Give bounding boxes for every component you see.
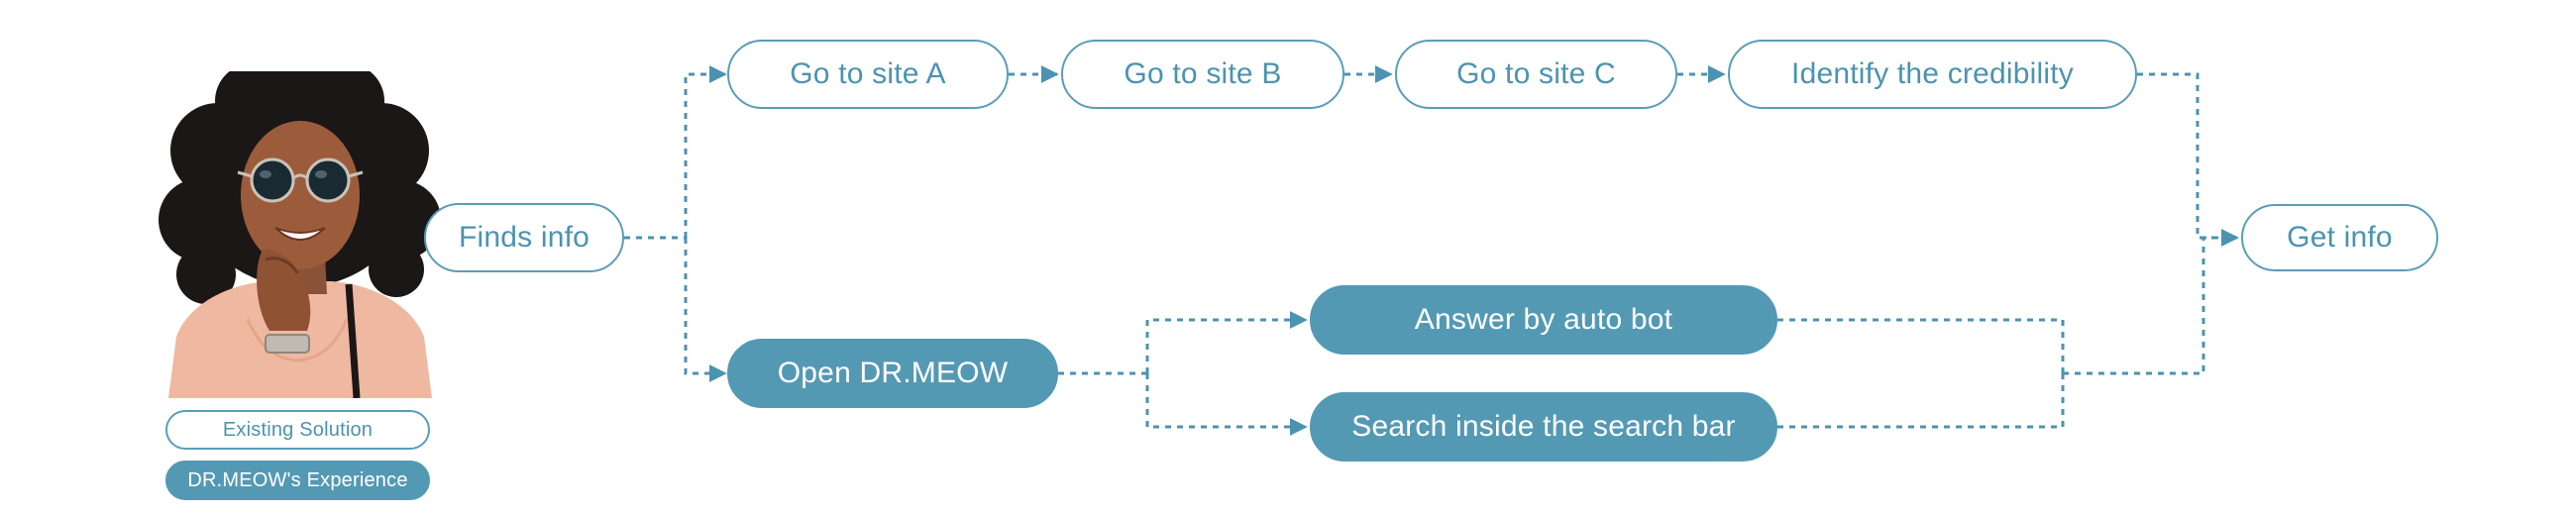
connector-bot-merge (1777, 318, 2065, 373)
connector-split-search (1145, 373, 1308, 436)
connector-split-bot (1145, 311, 1308, 373)
node-answer-by-auto-bot: Answer by auto bot (1310, 285, 1777, 355)
connector-merge-get (2063, 229, 2239, 375)
node-search-inside-search-bar: Search inside the search bar (1310, 392, 1777, 462)
node-go-to-site-b: Go to site B (1061, 40, 1344, 109)
legend-existing-solution: Existing Solution (165, 410, 430, 450)
connector-split-down (684, 238, 727, 382)
connector-cred-get (2137, 72, 2239, 247)
person-illustration (159, 71, 441, 398)
node-go-to-site-a: Go to site A (727, 40, 1009, 109)
node-finds-info: Finds info (424, 203, 624, 272)
node-open-drmeow: Open DR.MEOW (727, 339, 1058, 408)
node-go-to-site-c: Go to site C (1395, 40, 1677, 109)
connector-split-up (684, 65, 727, 238)
connector-search-merge (1777, 373, 2065, 429)
legend-drmeow-experience: DR.MEOW's Experience (165, 461, 430, 500)
node-get-info: Get info (2241, 204, 2438, 271)
node-identify-credibility: Identify the credibility (1728, 40, 2137, 109)
